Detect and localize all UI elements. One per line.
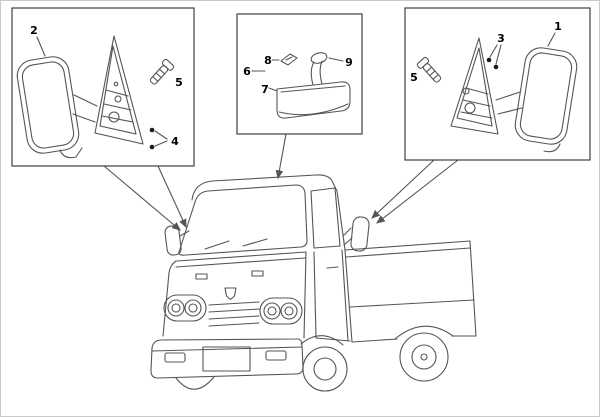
interior-mirror-body [276, 81, 351, 119]
cowl-vent [251, 270, 264, 277]
van-drawing [150, 174, 477, 392]
door-mirror-left [164, 225, 190, 256]
panel-right-exterior-mirror: 5 3 1 [404, 7, 591, 161]
screw-icon [416, 56, 442, 83]
fastener-dot [493, 64, 499, 70]
callout-leader [495, 44, 502, 65]
windshield [178, 184, 308, 256]
rear-wheel-arch [394, 325, 454, 340]
panel-center-border [236, 13, 363, 135]
callout-leader [154, 130, 168, 140]
screw-icon [149, 58, 175, 85]
corner-trim-left [94, 35, 144, 145]
callout-leader [547, 32, 556, 47]
panel-right-border [404, 7, 591, 161]
front-left-wheel-arc [175, 376, 215, 390]
callout-leader [268, 87, 278, 92]
headlight-left [163, 294, 207, 322]
corner-trim-right [450, 37, 499, 135]
leader-line [275, 133, 287, 180]
cowl-vent [195, 273, 208, 280]
callout-1: 1 [554, 20, 562, 33]
fastener-dot [149, 144, 155, 150]
mirror-bracket-right [495, 91, 561, 153]
fastener-dot [486, 57, 492, 63]
fastener-dot [149, 127, 155, 133]
bumper-vent [164, 352, 186, 363]
front-right-edge [303, 251, 307, 339]
callout-leader [154, 140, 168, 147]
front-bumper [150, 338, 304, 379]
side-window [310, 187, 341, 249]
wipers [204, 238, 268, 250]
headlight-right [259, 297, 303, 325]
callout-leader [328, 57, 344, 62]
van-roof [191, 174, 338, 201]
grille-slats [208, 301, 260, 327]
callout-3: 3 [497, 32, 505, 45]
cab-door [313, 249, 351, 342]
rear-wheel [399, 332, 449, 382]
callout-7: 7 [261, 83, 269, 96]
panel-left-border [11, 7, 195, 167]
callout-2: 2 [30, 24, 38, 37]
leader-line [371, 159, 435, 219]
callout-5-left: 5 [175, 76, 183, 89]
mount-clip [280, 53, 298, 66]
callout-4: 4 [171, 135, 179, 148]
callout-5-right: 5 [410, 71, 418, 84]
brand-emblem [224, 287, 237, 301]
mirror-bracket-left [59, 94, 98, 159]
cowl-lines [175, 251, 307, 268]
leader-line [157, 165, 187, 228]
bumper-vent [265, 350, 287, 361]
panel-left-exterior-mirror: 2 5 4 [11, 7, 195, 167]
front-wheel-arch [300, 335, 344, 346]
leader-lines [103, 133, 459, 231]
callout-8: 8 [264, 54, 272, 67]
leader-line [103, 165, 181, 231]
front-left-edge [162, 260, 177, 337]
cargo-bed [300, 240, 477, 346]
license-plate [202, 346, 251, 372]
interior-mirror-drawing [276, 52, 351, 119]
front-right-wheel [302, 346, 348, 392]
callout-leader [36, 36, 46, 57]
callout-6: 6 [243, 65, 251, 78]
callout-leader [489, 44, 498, 58]
mirror-head-left [16, 56, 80, 154]
panel-center-interior-mirror: 6 8 7 9 [236, 13, 363, 135]
leader-line [376, 159, 459, 224]
mount-foot [310, 52, 328, 64]
door-mirror-right [342, 216, 370, 252]
callout-9: 9 [345, 56, 353, 69]
